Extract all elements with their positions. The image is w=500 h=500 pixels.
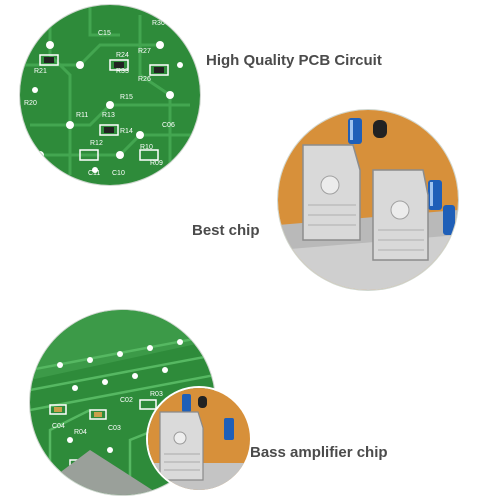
pcb-silkscreen-label: R26 <box>138 76 151 83</box>
bass-amplifier-chip-photo <box>148 388 250 490</box>
pcb-silkscreen-label: R13 <box>102 112 115 119</box>
pcb-silkscreen-label: R21 <box>34 68 47 75</box>
pcb-silkscreen-label: R24 <box>116 52 129 59</box>
bass-amplifier-caption: Bass amplifier chip <box>250 444 388 461</box>
pcb-silkscreen-label: C02 <box>120 397 133 404</box>
bass-amplifier-illustration <box>148 388 250 490</box>
pcb-silkscreen-label: C03 <box>108 425 121 432</box>
chip-illustration <box>278 110 458 290</box>
pcb-silkscreen-label: R12 <box>90 140 103 147</box>
pcb-silkscreen-label: C06 <box>162 122 175 129</box>
pcb-silkscreen-label: R11 <box>76 112 88 119</box>
pcb-silkscreen-label: R33 <box>116 68 129 75</box>
best-chip-caption: Best chip <box>192 222 260 239</box>
pcb-silkscreen-label: R04 <box>74 429 87 436</box>
pcb-silkscreen-label: C04 <box>52 423 65 430</box>
pcb-silkscreen-label: R15 <box>120 94 133 101</box>
pcb-silkscreen-label: R09 <box>150 160 163 167</box>
pcb-silkscreen-label: R20 <box>24 100 37 107</box>
pcb-silkscreen-label: R30 <box>152 20 165 27</box>
chip-photo <box>278 110 458 290</box>
pcb-circuit-caption: High Quality PCB Circuit <box>206 52 382 69</box>
pcb-silkscreen-label: R14 <box>120 128 133 135</box>
pcb-silkscreen-label: R03 <box>150 391 163 398</box>
pcb-silkscreen-label: C11 <box>88 170 100 177</box>
pcb-silkscreen-label: C15 <box>98 30 111 37</box>
pcb-silkscreen-label: C10 <box>112 170 125 177</box>
pcb-silkscreen-label: R27 <box>138 48 151 55</box>
pcb-silkscreen-label: R10 <box>140 144 153 151</box>
